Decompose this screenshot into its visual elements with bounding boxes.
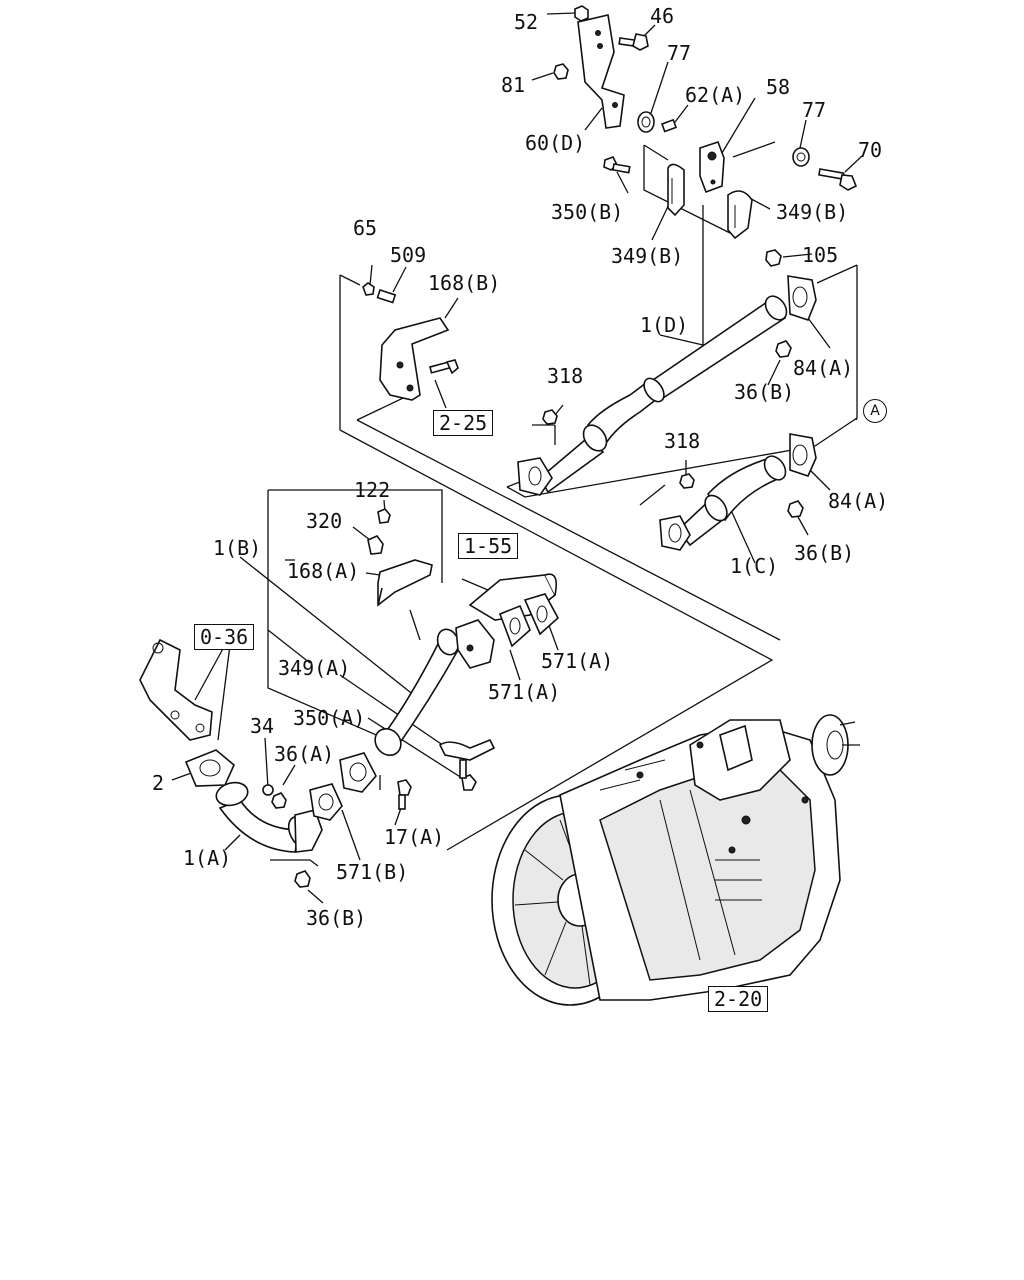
part-label-571a-right: 571(A) <box>541 649 614 673</box>
part-label-318-upper: 318 <box>547 364 584 388</box>
part-label-17a: 17(A) <box>384 825 445 849</box>
part-label-70: 70 <box>858 138 883 162</box>
part-label-46: 46 <box>650 4 675 28</box>
part-label-350b: 350(B) <box>551 200 624 224</box>
part-label-34: 34 <box>250 714 275 738</box>
part-label-65: 65 <box>353 216 378 240</box>
part-label-84a-upper: 84(A) <box>793 356 854 380</box>
part-label-349b-right: 349(B) <box>776 200 849 224</box>
part-label-349a: 349(A) <box>278 656 351 680</box>
pipe-1d <box>517 275 817 496</box>
part-label-320: 320 <box>306 509 343 533</box>
top-bracket-parts <box>553 5 858 267</box>
part-label-77-left: 77 <box>667 41 692 65</box>
pipe-1a-group <box>139 638 412 888</box>
part-label-1a: 1(A) <box>183 846 232 870</box>
pipe-1c <box>659 433 817 551</box>
transmission-assembly <box>491 714 860 1006</box>
part-label-509: 509 <box>390 243 427 267</box>
bracket-168b-group <box>362 282 459 401</box>
part-label-571a-left: 571(A) <box>488 680 561 704</box>
part-label-122: 122 <box>354 478 391 502</box>
part-label-168a: 168(A) <box>287 559 360 583</box>
page-ref-1-55[interactable]: 1-55 <box>458 533 519 559</box>
pipe-1b-group <box>367 508 560 791</box>
part-label-77-right: 77 <box>802 98 827 122</box>
part-label-168b: 168(B) <box>428 271 501 295</box>
part-label-350a: 350(A) <box>293 706 366 730</box>
part-label-62a: 62(A) <box>685 83 746 107</box>
part-label-1b: 1(B) <box>213 536 262 560</box>
part-label-36b-lower: 36(B) <box>306 906 367 930</box>
callout-a-circle: A <box>863 399 887 423</box>
part-label-36b-upper: 36(B) <box>734 380 795 404</box>
part-label-36b-middle: 36(B) <box>794 541 855 565</box>
page-ref-0-36[interactable]: 0-36 <box>194 624 255 650</box>
page-ref-2-20[interactable]: 2-20 <box>708 986 769 1012</box>
page-ref-2-25[interactable]: 2-25 <box>433 410 494 436</box>
part-label-1d: 1(D) <box>640 313 689 337</box>
part-label-571b: 571(B) <box>336 860 409 884</box>
part-label-58: 58 <box>766 75 791 99</box>
part-label-52: 52 <box>514 10 539 34</box>
part-label-2: 2 <box>152 771 165 795</box>
part-label-81: 81 <box>501 73 526 97</box>
part-label-84a-lower: 84(A) <box>828 489 889 513</box>
part-label-1c: 1(C) <box>730 554 779 578</box>
part-label-318-lower: 318 <box>664 429 701 453</box>
part-label-60d: 60(D) <box>525 131 586 155</box>
part-label-36a: 36(A) <box>274 742 335 766</box>
part-label-105: 105 <box>802 243 839 267</box>
part-label-349b-left: 349(B) <box>611 244 684 268</box>
